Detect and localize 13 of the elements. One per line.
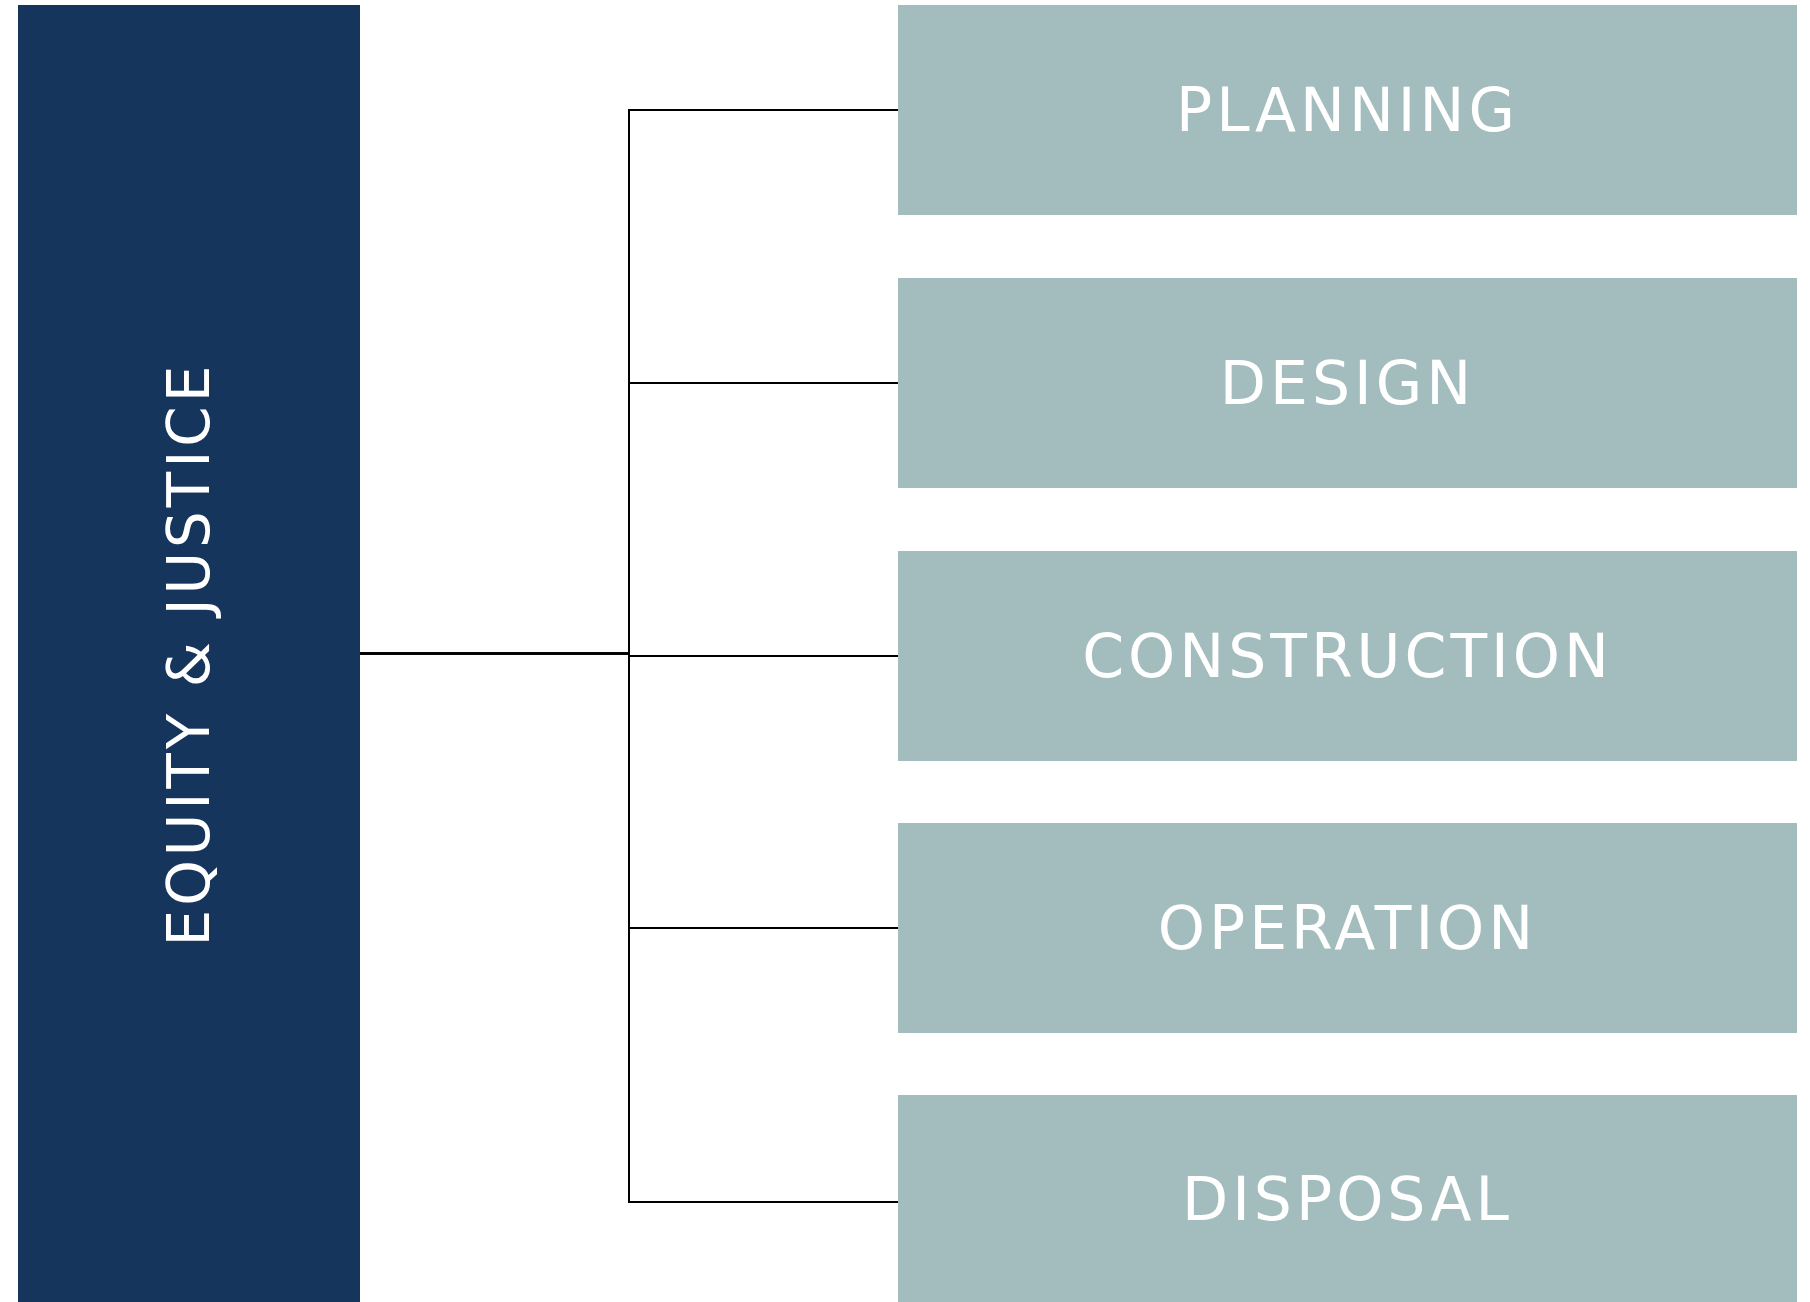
stage-label: DISPOSAL <box>1181 1163 1514 1234</box>
stage-label: OPERATION <box>1157 893 1538 963</box>
stage-box <box>898 1095 1797 1302</box>
stage-box <box>898 823 1797 1033</box>
stage-box <box>898 5 1797 215</box>
stage-label: DESIGN <box>1219 348 1476 418</box>
stage-label: CONSTRUCTION <box>1082 621 1613 691</box>
stage-box <box>898 551 1797 761</box>
category-bar <box>18 5 360 1302</box>
stage-label: PLANNING <box>1176 75 1519 145</box>
vertical-label: EQUITY & JUSTICE <box>155 361 223 946</box>
connector-line <box>359 652 899 1203</box>
stage-box <box>898 278 1797 488</box>
